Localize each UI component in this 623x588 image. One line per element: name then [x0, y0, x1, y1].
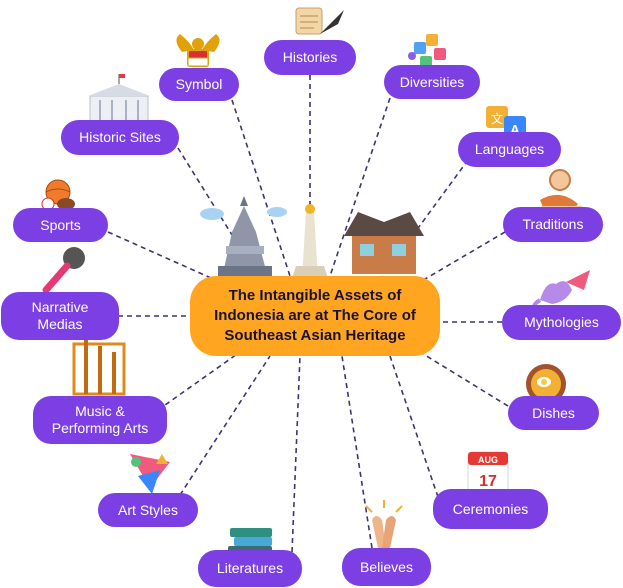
node-music-performing-arts: Music & Performing Arts	[33, 396, 167, 444]
node-sports: Sports	[13, 208, 108, 242]
node-traditions: Traditions	[503, 207, 603, 242]
garuda-emblem-icon	[176, 34, 220, 67]
connector-traditions	[419, 231, 506, 283]
translate-icon-glyph-b: 文	[491, 111, 503, 126]
node-literatures: Literatures	[198, 550, 302, 587]
cloud-icon	[267, 207, 287, 217]
connector-believes	[341, 355, 373, 549]
connector-literatures	[291, 355, 301, 553]
connector-sports	[107, 231, 221, 283]
sports-balls-icon	[41, 179, 75, 211]
central-topic: The Intangible Assets of Indonesia are a…	[190, 276, 440, 356]
traditional-house-icon	[344, 212, 424, 274]
connector-symbol	[231, 99, 291, 277]
puzzle-pieces-icon	[408, 34, 446, 68]
angklung-icon	[72, 340, 126, 396]
connector-ceremonies	[389, 355, 439, 498]
node-believes: Believes	[342, 548, 431, 586]
translate-icon-glyph-a: A	[510, 122, 520, 137]
food-dish-icon	[526, 364, 566, 404]
calendar-day-text: 17	[479, 473, 497, 490]
connector-diversities	[329, 97, 391, 277]
node-languages: Languages	[458, 132, 561, 167]
art-shapes-icon	[130, 454, 170, 494]
node-dishes: Dishes	[508, 396, 599, 430]
connector-art-styles	[179, 355, 271, 496]
node-diversities: Diversities	[384, 65, 480, 99]
node-ceremonies: Ceremonies	[433, 489, 548, 529]
connector-music	[157, 351, 241, 411]
monument-icon	[292, 204, 328, 278]
node-histories: Histories	[264, 40, 356, 75]
node-mythologies: Mythologies	[502, 305, 621, 340]
praying-hands-icon	[365, 500, 403, 548]
landmarks-illustration	[200, 196, 424, 278]
dragon-icon	[531, 270, 590, 314]
scroll-quill-icon	[295, 7, 344, 35]
node-narrative-medias: Narrative Medias	[1, 292, 119, 340]
temple-icon	[218, 196, 272, 278]
cloud-icon	[200, 208, 224, 220]
connector-languages	[379, 159, 469, 281]
palace-building-icon	[88, 74, 150, 125]
node-art-styles: Art Styles	[98, 493, 198, 527]
calendar-month-text: AUG	[478, 455, 498, 465]
calendar-icon: AUG 17	[467, 451, 509, 493]
node-historic-sites: Historic Sites	[61, 120, 179, 155]
node-symbol: Symbol	[159, 68, 239, 101]
connector-dishes	[419, 351, 509, 407]
books-stack-icon	[228, 528, 272, 555]
microphone-icon	[42, 247, 85, 294]
